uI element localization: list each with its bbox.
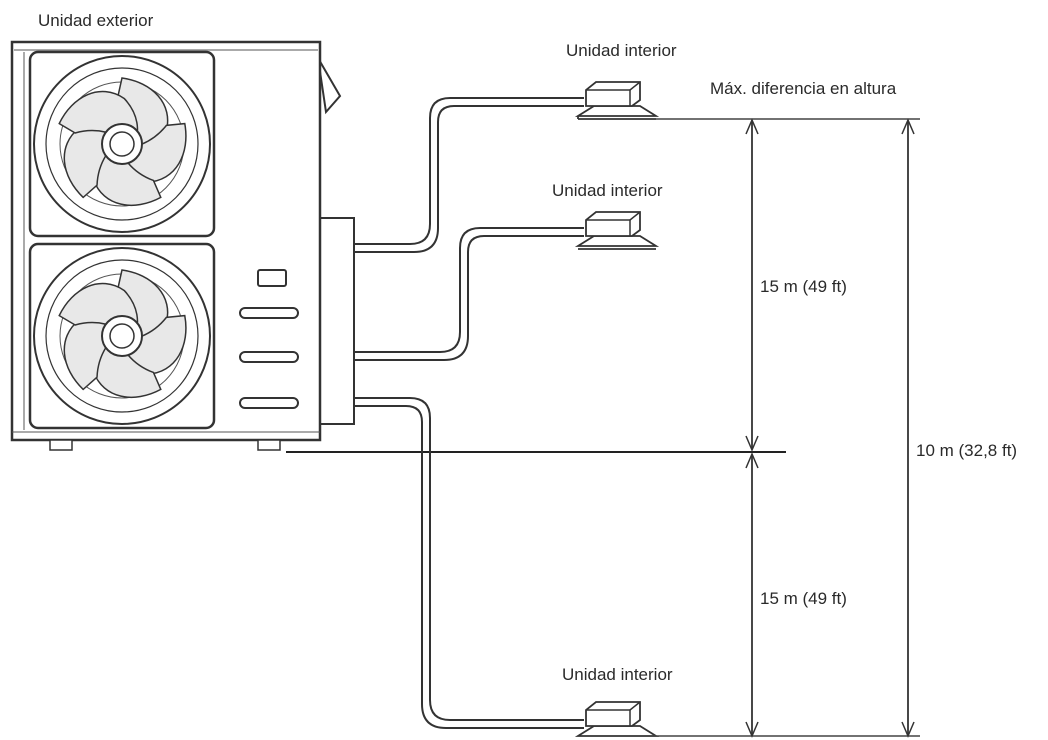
total-distance-label: 10 m (32,8 ft) [916,441,1017,460]
pipe-to-top-indoor-unit [354,97,584,253]
vent-slot [239,351,299,363]
pipe-to-middle-indoor-unit [354,227,584,361]
dimension-lower [745,452,759,738]
indoor-unit-bottom-label: Unidad interior [562,665,673,684]
lower-distance-label: 15 m (49 ft) [760,589,847,608]
upper-fan [28,50,216,238]
outdoor-unit-label: Unidad exterior [38,11,154,30]
indoor-unit-middle [574,211,660,250]
indoor-unit-top-label: Unidad interior [566,41,677,60]
indoor-unit-bottom [574,701,660,737]
vent-slot [239,307,299,319]
max-height-difference-label: Máx. diferencia en altura [710,79,897,98]
display-window [257,269,287,287]
pipe-to-bottom-indoor-unit [354,397,584,729]
lower-fan [28,242,216,430]
upper-distance-label: 15 m (49 ft) [760,277,847,296]
vent-slot [239,397,299,409]
dimension-total [901,118,915,738]
indoor-unit-middle-label: Unidad interior [552,181,663,200]
outdoor-unit [10,40,355,451]
dimension-upper [745,118,759,452]
indoor-unit-top [574,81,660,120]
